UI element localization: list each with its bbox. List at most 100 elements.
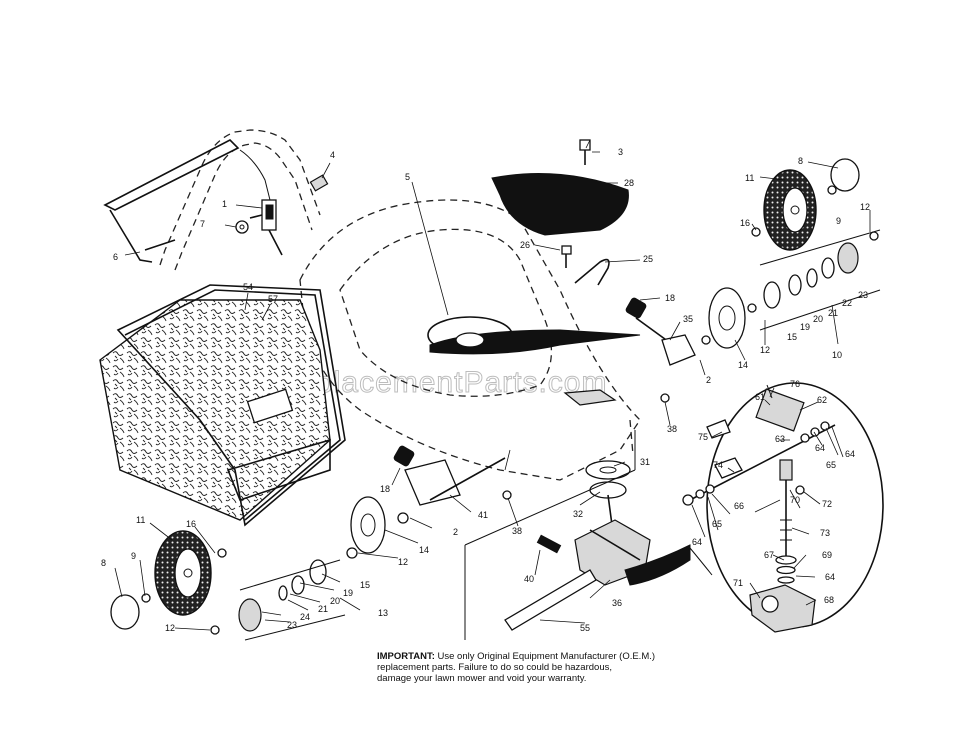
callout-36: 36 xyxy=(612,598,622,608)
callout-numbers: 1 7 6 4 5 3 28 26 25 18 35 2 14 11 8 9 1… xyxy=(101,147,870,633)
callout-64c: 64 xyxy=(692,537,702,547)
clip-40 xyxy=(536,534,562,554)
callout-1: 1 xyxy=(222,199,227,209)
callout-71: 71 xyxy=(733,578,743,588)
callout-61: 61 xyxy=(755,392,765,402)
callout-11b: 11 xyxy=(136,515,145,525)
callout-75: 75 xyxy=(698,432,708,442)
callout-64a: 64 xyxy=(815,443,825,453)
callout-15a: 15 xyxy=(787,332,797,342)
callout-23a: 23 xyxy=(858,290,868,300)
callout-23b: 23 xyxy=(287,620,297,630)
hubcap-8-left xyxy=(110,594,140,630)
wheel-gear-left xyxy=(350,496,386,554)
callout-12b: 12 xyxy=(760,345,770,355)
callout-76: 76 xyxy=(790,379,800,389)
callout-65a: 65 xyxy=(826,460,836,470)
bolt-3 xyxy=(579,139,591,165)
belt-cover-28 xyxy=(491,173,629,236)
callout-26: 26 xyxy=(520,240,530,250)
blade-adapter xyxy=(563,389,617,406)
callout-40: 40 xyxy=(524,574,534,584)
callout-20a: 20 xyxy=(813,314,823,324)
handle-assembly xyxy=(103,129,321,271)
callout-14b: 14 xyxy=(419,545,429,555)
pulley-32 xyxy=(589,481,627,526)
callout-5: 5 xyxy=(405,172,410,182)
grass-bag xyxy=(99,284,346,527)
callout-8a: 8 xyxy=(798,156,803,166)
notice-line-3: damage your lawn mower and void your war… xyxy=(377,673,587,684)
callout-22: 22 xyxy=(842,298,852,308)
callout-6: 6 xyxy=(113,252,118,262)
callout-12c: 12 xyxy=(398,557,408,567)
callout-8b: 8 xyxy=(101,558,106,568)
callout-20b: 20 xyxy=(330,596,340,606)
callout-41: 41 xyxy=(478,510,488,520)
callout-62: 62 xyxy=(817,395,827,405)
callout-12a: 12 xyxy=(860,202,870,212)
callout-68: 68 xyxy=(824,595,834,605)
callout-16a: 16 xyxy=(740,218,750,228)
callout-9a: 9 xyxy=(836,216,841,226)
callout-11a: 11 xyxy=(745,173,754,183)
callout-38a: 38 xyxy=(667,424,677,434)
callout-69: 69 xyxy=(822,550,832,560)
notice-line-2: replacement parts. Failure to do so coul… xyxy=(377,662,612,673)
center-frame-lines xyxy=(464,430,636,640)
wheel-gear-right xyxy=(708,287,746,349)
callout-70: 70 xyxy=(790,495,800,505)
callout-32: 32 xyxy=(573,509,583,519)
callout-54: 54 xyxy=(243,282,253,292)
notice-heading: IMPORTANT: xyxy=(377,651,435,662)
pulley-31 xyxy=(585,460,631,480)
bracket-35 xyxy=(661,334,696,366)
callout-10: 10 xyxy=(832,350,842,360)
callout-2b: 2 xyxy=(453,527,458,537)
nut-7 xyxy=(235,220,249,234)
callout-38b: 38 xyxy=(512,526,522,536)
callout-67: 67 xyxy=(764,550,774,560)
bolt-26 xyxy=(561,245,572,268)
left-wheel-hardware xyxy=(141,547,358,641)
drive-shaft-55 xyxy=(504,544,691,631)
right-wheel-hardware xyxy=(701,185,881,345)
mower-blade xyxy=(427,316,641,355)
notice-line-1: Use only Original Equipment Manufacturer… xyxy=(437,651,656,662)
callout-3: 3 xyxy=(618,147,623,157)
callout-57: 57 xyxy=(268,294,278,304)
callout-28: 28 xyxy=(624,178,634,188)
callout-31: 31 xyxy=(640,457,650,467)
rod-25 xyxy=(574,258,610,286)
pivot-bracket-41 xyxy=(397,457,506,524)
callout-16b: 16 xyxy=(186,519,196,529)
callout-66: 66 xyxy=(734,501,744,511)
callout-4: 4 xyxy=(330,150,335,160)
callout-2a: 2 xyxy=(706,375,711,385)
callout-21a: 21 xyxy=(828,308,838,318)
callout-12d: 12 xyxy=(165,623,175,633)
callout-64d: 64 xyxy=(825,572,835,582)
important-notice: IMPORTANT: Use only Original Equipment M… xyxy=(377,651,757,684)
callout-64b: 64 xyxy=(845,449,855,459)
callout-72: 72 xyxy=(822,499,832,509)
callout-9b: 9 xyxy=(131,551,136,561)
callout-24: 24 xyxy=(300,612,310,622)
transmission-detail-view xyxy=(682,382,884,633)
callout-21b: 21 xyxy=(318,604,328,614)
callout-13: 13 xyxy=(378,608,388,618)
wheel-right-11 xyxy=(763,169,817,251)
callout-74: 74 xyxy=(713,460,723,470)
washer-38 xyxy=(502,393,670,500)
callout-18b: 18 xyxy=(380,484,390,494)
callout-55: 55 xyxy=(580,623,590,633)
callout-65b: 65 xyxy=(712,519,722,529)
callout-15b: 15 xyxy=(360,580,370,590)
wheel-left-11 xyxy=(154,530,212,616)
callout-25: 25 xyxy=(643,254,653,264)
control-cable-assembly xyxy=(249,199,283,256)
callout-14a: 14 xyxy=(738,360,748,370)
handle-knob xyxy=(309,174,329,192)
callout-35: 35 xyxy=(683,314,693,324)
